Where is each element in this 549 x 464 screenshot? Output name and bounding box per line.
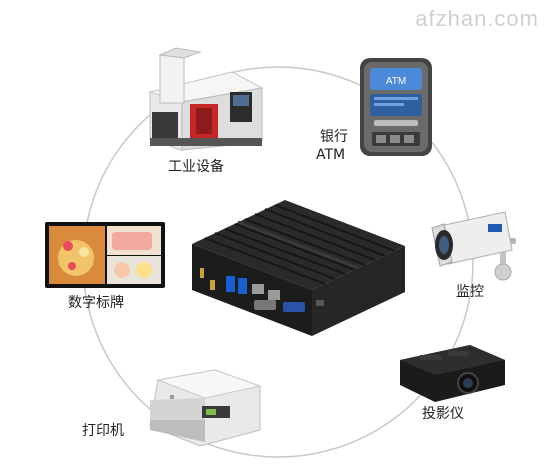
- label-industrial-equipment: 工业设备: [168, 159, 224, 175]
- atm-machine-icon: ATM: [360, 58, 432, 156]
- cnc-machine-icon: [148, 47, 264, 151]
- label-atm: ATM: [316, 147, 346, 163]
- watermark: afzhan.com: [415, 6, 539, 31]
- digital-signage-icon: [45, 222, 165, 288]
- projector-icon: [400, 345, 505, 402]
- label-projector: 投影仪: [422, 406, 464, 422]
- security-camera-icon: [431, 211, 516, 281]
- label-bank: 银行: [320, 129, 348, 145]
- label-printer: 打印机: [82, 423, 124, 439]
- mini-pc-icon: [192, 200, 405, 336]
- printer-icon: [149, 369, 262, 447]
- label-monitoring: 监控: [456, 284, 484, 300]
- label-digital-signage: 数字标牌: [68, 295, 124, 311]
- atm-screen-text: ATM: [386, 76, 406, 87]
